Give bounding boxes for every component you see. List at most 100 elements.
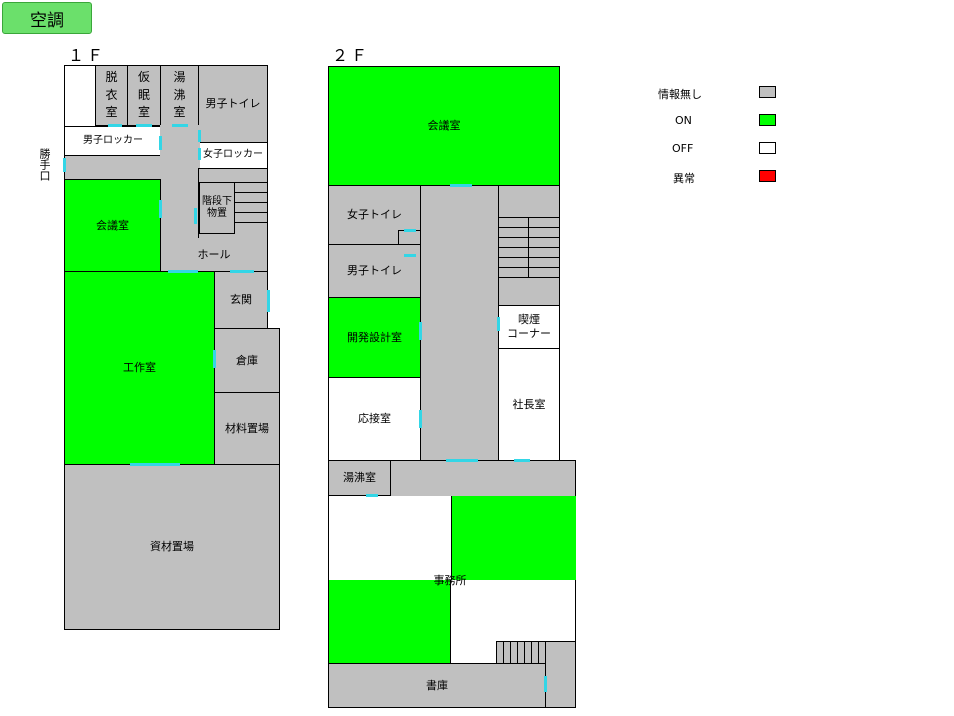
f2-room-female-toilet[interactable]: 女子トイレ bbox=[328, 185, 421, 245]
f1-datsuishitsu-char: 脱 bbox=[105, 70, 118, 85]
f2-corridor bbox=[420, 185, 500, 461]
f1-door bbox=[198, 148, 201, 160]
f1-side-entrance-label: 勝手口 bbox=[36, 148, 51, 186]
f1-door bbox=[108, 124, 122, 127]
f1-room-male-locker[interactable]: 男子ロッカー bbox=[64, 126, 162, 156]
f2-smoking-line: コーナー bbox=[507, 327, 551, 340]
f2-room-archive[interactable]: 書庫 bbox=[328, 663, 546, 708]
f2-yuwakashi-label: 湯沸室 bbox=[343, 471, 376, 485]
legend-label-no-info: 情報無し bbox=[658, 88, 702, 101]
f2-room-male-toilet[interactable]: 男子トイレ bbox=[328, 244, 421, 298]
f1-room-workshop[interactable]: 工作室 bbox=[64, 271, 215, 465]
legend-label-off: OFF bbox=[672, 142, 694, 155]
f2-dev-design-label: 開発設計室 bbox=[347, 330, 402, 344]
f2-office-zone-sw bbox=[329, 580, 451, 664]
f1-door bbox=[198, 130, 201, 142]
f2-stair-step bbox=[503, 641, 504, 664]
f1-door bbox=[194, 208, 197, 224]
f1-room-datsuishitsu[interactable]: 脱衣室 bbox=[95, 65, 128, 126]
f2-office-stairs bbox=[496, 641, 546, 664]
f1-room-meeting[interactable]: 会議室 bbox=[64, 179, 161, 272]
f2-room-reception[interactable]: 応接室 bbox=[328, 377, 421, 461]
f1-door bbox=[130, 463, 180, 466]
f2-reception-label: 応接室 bbox=[358, 412, 391, 426]
f1-side-entrance-text: 勝手口 bbox=[37, 148, 51, 181]
f1-stair-step bbox=[235, 192, 268, 193]
f1-datsuishitsu-char: 室 bbox=[105, 105, 118, 120]
legend-label-on: ON bbox=[675, 114, 692, 127]
f1-under-stairs-line: 物置 bbox=[207, 208, 227, 219]
f2-room-dev-design[interactable]: 開発設計室 bbox=[328, 297, 421, 378]
f1-entrance-label: 玄関 bbox=[230, 293, 252, 307]
f2-room-meeting[interactable]: 会議室 bbox=[328, 66, 560, 186]
f1-room-under-stairs[interactable]: 階段下物置 bbox=[199, 182, 235, 234]
f2-door bbox=[419, 410, 422, 428]
f1-male-locker-label: 男子ロッカー bbox=[83, 134, 143, 146]
f2-door bbox=[544, 676, 547, 692]
f2-stair-step bbox=[538, 641, 539, 664]
legend-swatch-off bbox=[759, 142, 776, 154]
f1-stair-step bbox=[235, 212, 268, 213]
f1-stair-step bbox=[235, 182, 268, 183]
f1-workshop-label: 工作室 bbox=[123, 361, 156, 375]
f2-door bbox=[497, 317, 500, 331]
f1-room-supply-storage[interactable]: 資材置場 bbox=[64, 464, 280, 630]
f1-room-entrance[interactable]: 玄関 bbox=[214, 271, 268, 329]
f1-room-male-toilet[interactable]: 男子トイレ bbox=[198, 65, 268, 143]
f1-supply-storage-label: 資材置場 bbox=[150, 540, 194, 554]
legend-swatch-no-info bbox=[759, 86, 776, 98]
legend-swatch-on bbox=[759, 114, 776, 126]
f1-door bbox=[267, 290, 270, 312]
f2-stair-step bbox=[510, 641, 511, 664]
aircon-title-button[interactable]: 空調 bbox=[2, 2, 92, 34]
f1-door bbox=[230, 270, 254, 273]
floor2-label: ２Ｆ bbox=[332, 46, 371, 65]
f2-stair-step bbox=[498, 237, 560, 238]
f1-room-hall[interactable]: ホール bbox=[160, 238, 268, 272]
f1-warehouse-label: 倉庫 bbox=[236, 353, 258, 367]
f2-male-toilet-label: 男子トイレ bbox=[347, 264, 402, 278]
f2-meeting-label: 会議室 bbox=[427, 119, 461, 133]
f1-hall-label: ホール bbox=[197, 247, 231, 261]
f2-president-label: 社長室 bbox=[512, 397, 546, 411]
f2-stair-step bbox=[531, 641, 532, 664]
f1-door bbox=[159, 136, 162, 150]
f2-stair-step bbox=[524, 641, 525, 664]
f1-door bbox=[159, 200, 162, 218]
f1-meeting-label: 会議室 bbox=[96, 218, 129, 232]
f1-door bbox=[168, 270, 198, 273]
f1-yuwakashi-char: 沸 bbox=[173, 87, 186, 102]
f2-stair-step bbox=[498, 247, 560, 248]
f1-female-locker-label: 女子ロッカー bbox=[203, 149, 263, 161]
f2-office-zone-ne bbox=[451, 496, 576, 580]
f1-room-kaminshitsu[interactable]: 仮眠室 bbox=[127, 65, 161, 126]
f1-kaminshitsu-char: 仮 bbox=[137, 70, 150, 85]
f1-door bbox=[63, 158, 66, 172]
f2-door bbox=[419, 322, 422, 340]
f1-male-toilet-label: 男子トイレ bbox=[205, 97, 261, 111]
f2-room-smoking[interactable]: 喫煙コーナー bbox=[498, 305, 560, 349]
f1-room-female-locker[interactable]: 女子ロッカー bbox=[198, 142, 268, 169]
f2-female-toilet-label: 女子トイレ bbox=[347, 208, 402, 222]
floor1-label: １Ｆ bbox=[68, 46, 107, 65]
f1-room-material-storage[interactable]: 材料置場 bbox=[214, 392, 280, 465]
f2-stair-step bbox=[498, 277, 560, 278]
f2-room-president[interactable]: 社長室 bbox=[498, 348, 560, 461]
f1-datsuishitsu-char: 衣 bbox=[105, 87, 118, 102]
f1-kaminshitsu-char: 眠 bbox=[137, 87, 150, 102]
f2-smoking-line: 喫煙 bbox=[518, 313, 540, 327]
f2-stair-step bbox=[498, 257, 560, 258]
f2-archive-label: 書庫 bbox=[426, 678, 448, 692]
f2-office-label: 事務所 bbox=[433, 574, 467, 587]
f1-room-yuwakashi[interactable]: 湯沸室 bbox=[160, 65, 199, 126]
f2-stair-area bbox=[498, 185, 560, 306]
f1-stair-step bbox=[235, 202, 268, 203]
f1-material-storage-label: 材料置場 bbox=[225, 421, 269, 435]
f1-yuwakashi-char: 室 bbox=[173, 105, 186, 120]
f2-room-yuwakashi[interactable]: 湯沸室 bbox=[328, 460, 391, 496]
f2-stair-step bbox=[498, 217, 560, 218]
f1-yuwakashi-char: 湯 bbox=[173, 70, 186, 85]
f1-door bbox=[136, 124, 152, 127]
f2-door bbox=[404, 229, 416, 232]
f1-room-warehouse[interactable]: 倉庫 bbox=[214, 328, 280, 393]
